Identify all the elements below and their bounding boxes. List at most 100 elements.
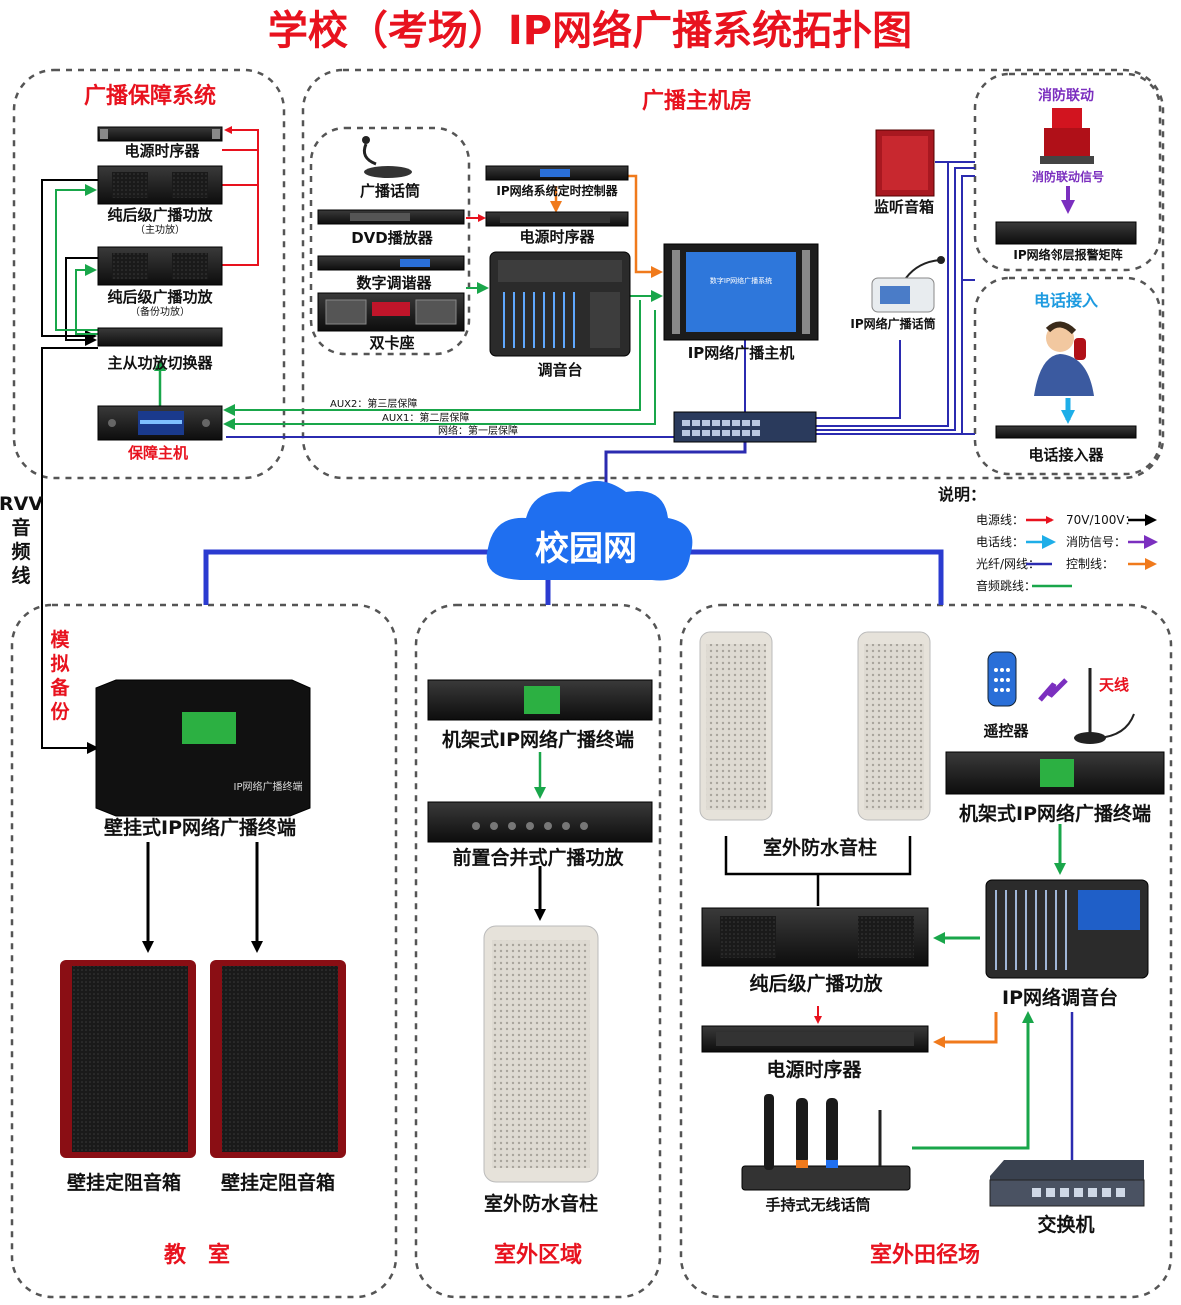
audio-line-wireless	[912, 1011, 1034, 1150]
frame-fire	[973, 72, 1162, 272]
wireless-signal-icon	[1038, 678, 1068, 702]
cloud-label: 校园网	[535, 529, 637, 569]
fire-signal-label: 消防联动信号	[1032, 169, 1104, 184]
phone-access-device	[995, 425, 1137, 439]
dual-deck-label: 双卡座	[369, 334, 414, 352]
wall-speaker-1	[60, 960, 196, 1158]
section-title-fire: 消防联动	[1038, 87, 1094, 104]
amp-main	[97, 165, 223, 205]
ip-mixer-console	[985, 879, 1149, 979]
frame-guarantee	[12, 68, 286, 480]
dual-cassette-deck	[317, 292, 465, 332]
monitor-label: 监听音箱	[874, 198, 934, 216]
preamp-combined	[427, 801, 653, 843]
net-line-ip-mic	[810, 340, 901, 419]
phone-access-label: 电话接入器	[1028, 446, 1104, 464]
rvv-label-3: 线	[11, 564, 30, 587]
wireless-mic-label: 手持式无线话筒	[765, 1196, 870, 1214]
amp-main-label: 纯后级广播功放	[107, 206, 213, 224]
campus-net-backbone	[203, 549, 944, 605]
power-sequencer-3	[701, 1025, 929, 1053]
power-sequencer-2-label: 电源时序器	[519, 228, 595, 246]
amp-main-note: （主功放）	[135, 223, 185, 236]
rvv-label-1: 音	[11, 516, 30, 539]
section-frames	[10, 68, 1173, 1299]
legend-item-label: 电话线：	[976, 535, 1024, 549]
antenna-icon	[1074, 668, 1135, 744]
connection-lines	[41, 126, 1075, 1160]
wall-mount-terminal: IP网络广播终端	[95, 679, 311, 817]
legend-item-label: 光纤/网线：	[976, 557, 1040, 571]
monitor-speaker	[875, 129, 935, 197]
speaker-line-amp-backup	[65, 257, 98, 346]
wall-terminal-print: IP网络广播终端	[234, 780, 303, 793]
phone-user-icon	[1034, 321, 1094, 396]
section-title-outdoor: 室外区域	[494, 1242, 582, 1268]
alarm-matrix	[995, 221, 1137, 245]
field-switch-label: 交换机	[1037, 1213, 1094, 1236]
fire-alarm-siren	[1040, 108, 1094, 164]
rack-terminal-1	[427, 679, 653, 721]
frame-field	[679, 603, 1173, 1299]
wall-speaker-1-label: 壁挂定阻音箱	[67, 1171, 181, 1194]
wireless-mic-receiver	[741, 1094, 911, 1191]
control-line-timer	[628, 174, 663, 278]
wall-speaker-2-label: 壁挂定阻音箱	[221, 1171, 335, 1194]
field-column-label: 室外防水音柱	[763, 836, 877, 859]
amp-backup-note: （备份功放）	[130, 305, 190, 318]
mixer-console	[489, 251, 631, 357]
preamp-label: 前置合并式广播功放	[452, 846, 624, 869]
field-column-speaker-left	[699, 631, 773, 821]
aux2-line	[223, 300, 641, 416]
field-amp	[701, 907, 929, 967]
amp-backup	[97, 246, 223, 286]
ip-broadcast-host: 数字IP网络广播系统	[663, 243, 819, 341]
ip-host-label: IP网络广播主机	[688, 344, 795, 362]
dvd-player	[317, 209, 465, 225]
antenna-label: 天线	[1099, 676, 1129, 694]
analog-backup-3: 份	[50, 700, 70, 723]
section-title-guarantee: 广播保障系统	[84, 83, 216, 109]
outdoor-column-speaker-1	[483, 925, 599, 1183]
digital-tuner	[317, 255, 465, 271]
frame-outdoor	[414, 603, 662, 1299]
dvd-label: DVD播放器	[351, 229, 434, 247]
legend-title: 说明：	[938, 485, 986, 504]
ip-mixer-label: IP网络调音台	[1002, 986, 1118, 1009]
guarantee-host	[97, 405, 223, 441]
timer-controller	[485, 165, 629, 181]
broadcast-mic-label: 广播话筒	[360, 182, 420, 200]
analog-backup-1: 拟	[50, 653, 69, 675]
power-sequencer-1-label: 电源时序器	[124, 142, 200, 160]
control-line-field	[933, 1012, 998, 1048]
tuner-label: 数字调谐器	[356, 274, 432, 292]
aux1-line	[223, 310, 656, 430]
ip-host-screen-text: 数字IP网络广播系统	[710, 276, 772, 285]
net-label: 网络：第一层保障	[438, 424, 518, 437]
rvv-label-2: 频	[11, 540, 30, 563]
legend-item-label: 消防信号：	[1066, 534, 1126, 549]
frame-phone	[973, 276, 1162, 476]
power-line-amp-backup	[222, 150, 259, 266]
power-sequencer-1	[97, 126, 223, 142]
network-switch-main	[673, 411, 817, 443]
aux2-label: AUX2：第三层保障	[330, 397, 417, 410]
power-line-amp-main	[222, 130, 259, 186]
wall-speaker-2	[210, 960, 346, 1158]
frame-sources	[309, 126, 471, 356]
analog-backup-2: 备	[49, 676, 70, 699]
rack-terminal-1-label: 机架式IP网络广播终端	[442, 728, 634, 751]
page-title: 学校（考场）IP网络广播系统拓扑图	[268, 8, 912, 54]
power-sequencer-3-label: 电源时序器	[766, 1058, 862, 1081]
outdoor-column-1-label: 室外防水音柱	[484, 1192, 598, 1215]
rvv-label-0: RVV	[0, 493, 43, 515]
field-network-switch	[989, 1160, 1145, 1207]
remote-label: 遥控器	[983, 722, 1029, 740]
wall-terminal-label: 壁挂式IP网络广播终端	[104, 816, 296, 839]
rvv-line	[41, 347, 99, 754]
audio-line-to-amp-backup	[75, 264, 98, 335]
section-title-field: 室外田径场	[870, 1242, 980, 1268]
master-slave-switcher	[97, 327, 223, 347]
rack-terminal-2	[945, 751, 1165, 795]
ip-broadcast-mic	[871, 256, 945, 313]
